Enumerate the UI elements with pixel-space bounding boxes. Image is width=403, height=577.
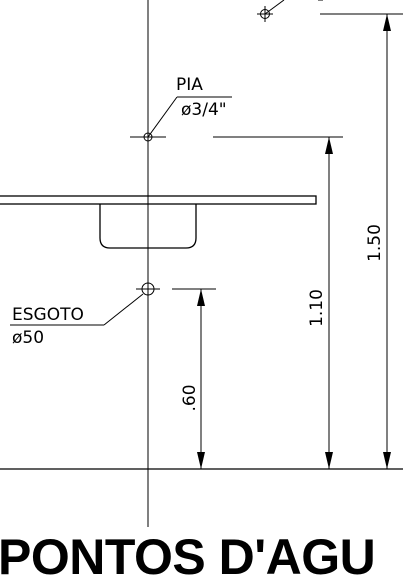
dimension-110-label: 1.10 <box>307 289 327 327</box>
pia-leader-line <box>147 96 178 138</box>
dimension-060-label: .60 <box>180 384 200 411</box>
countertop <box>0 195 317 205</box>
dimension-110 <box>213 136 343 469</box>
page-title: PONTOS D'AGU <box>0 529 375 577</box>
pia-title-label: PIA <box>176 75 203 95</box>
dimension-150 <box>383 14 391 469</box>
dimension-150-label: 1.50 <box>365 224 385 262</box>
upper-water-point <box>257 0 403 22</box>
sink-basin <box>99 204 197 249</box>
pia-diameter-label: ø3/4" <box>181 100 227 120</box>
esgoto-leader-line <box>103 293 144 326</box>
esgoto-title-label: ESGOTO <box>12 305 84 325</box>
esgoto-diameter-label: ø50 <box>12 328 44 348</box>
esgoto-point-marker <box>136 276 160 302</box>
dimension-060 <box>172 288 216 469</box>
